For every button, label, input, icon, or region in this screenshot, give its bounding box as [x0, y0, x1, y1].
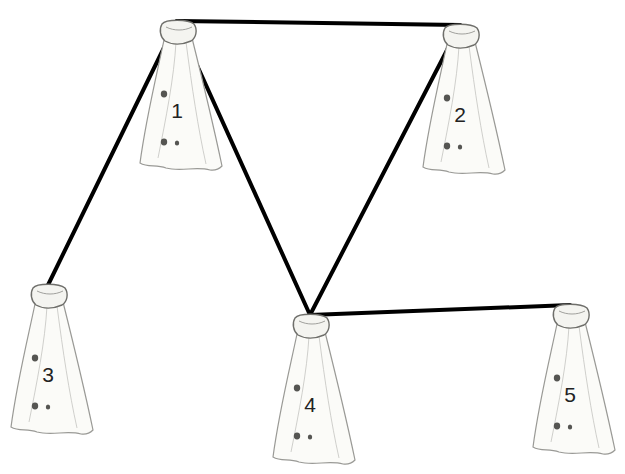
link-line	[177, 21, 460, 25]
link-line	[310, 305, 570, 315]
node-number: 5	[528, 384, 612, 405]
node-number: 3	[6, 364, 90, 385]
sack-node: 2	[418, 22, 510, 177]
sack-node: 5	[528, 302, 620, 457]
sack-outline	[135, 18, 227, 173]
sack-outline	[418, 22, 510, 177]
node-number: 4	[268, 394, 352, 415]
node-number: 1	[135, 100, 219, 121]
node-number: 2	[418, 104, 502, 125]
sack-node: 4	[268, 312, 360, 467]
sack-node: 1	[135, 18, 227, 173]
sack-node: 3	[6, 282, 98, 437]
sack-outline	[268, 312, 360, 467]
sack-outline	[528, 302, 620, 457]
sack-outline	[6, 282, 98, 437]
